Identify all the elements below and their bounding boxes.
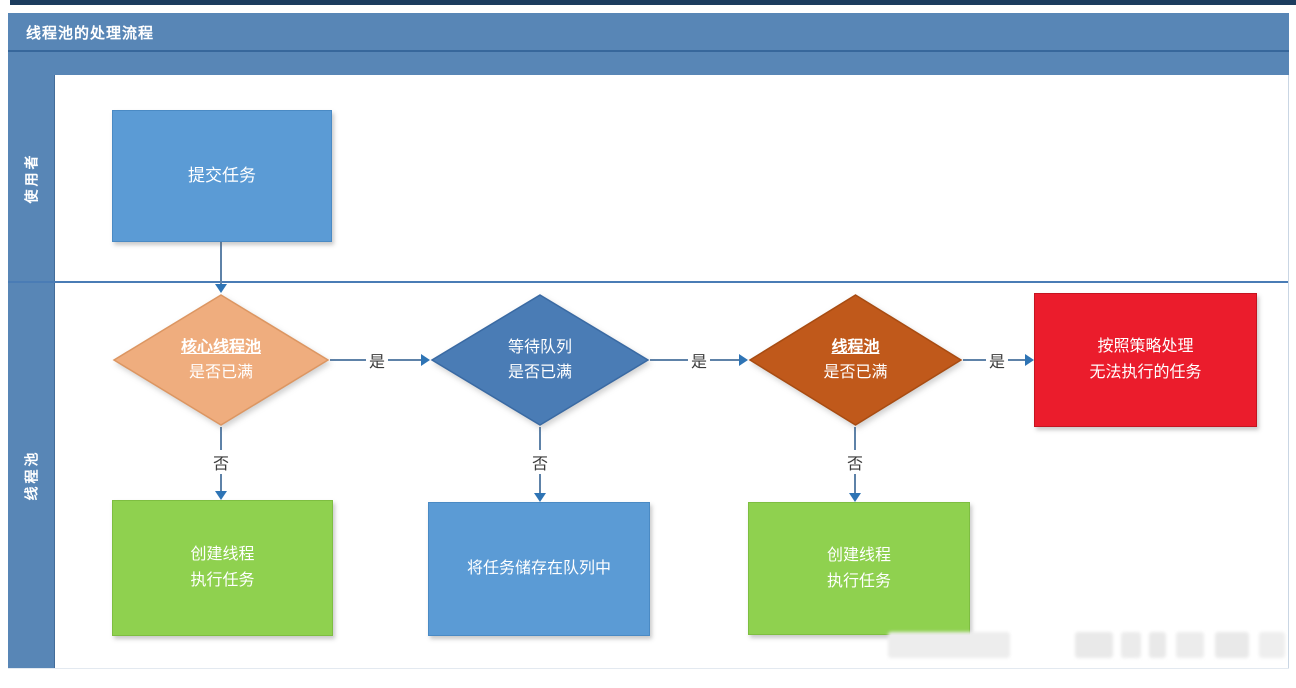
top-border-strip [10, 0, 1296, 5]
watermark-block [1075, 632, 1113, 658]
node-store-task-in-queue-label: 将任务储存在队列中 [466, 560, 611, 577]
watermark-block [1121, 632, 1141, 658]
arrowhead-submit-to-core [215, 284, 227, 293]
arrowhead-queue-to-pool [739, 354, 748, 366]
decision-wait-queue-full-text: 等待队列 是否已满 [508, 335, 572, 385]
edge-label-yes-3: 是 [985, 348, 1009, 372]
arrowhead-queue-to-store [534, 493, 546, 502]
node-reject-policy: 按照策略处理 无法执行的任务 [1034, 293, 1257, 427]
edge-label-no-2: 否 [528, 450, 552, 474]
decision-pool-full-line2: 是否已满 [823, 364, 888, 381]
decision-pool-full-line1: 线程池 [831, 339, 880, 356]
edge-label-yes-2: 是 [687, 348, 711, 372]
arrowhead-pool-to-reject [1025, 354, 1034, 366]
watermark-block [1149, 632, 1166, 658]
edge-label-yes-1: 是 [365, 348, 389, 372]
diagram-title: 线程池的处理流程 [26, 25, 155, 42]
watermark-block [1176, 632, 1204, 658]
lane-label-threadpool-text: 线程池 [23, 449, 39, 500]
title-bar-divider [8, 50, 1289, 52]
decision-core-pool-full-text: 核心线程池 是否已满 [181, 335, 261, 385]
canvas-right-border [1288, 75, 1289, 668]
node-reject-policy-line1: 按照策略处理 [1097, 338, 1194, 355]
canvas-bottom-border [8, 668, 1289, 669]
lane-label-user: 使用者 [8, 75, 54, 281]
decision-core-pool-full-line1: 核心线程池 [180, 339, 261, 356]
node-submit-task-label: 提交任务 [188, 166, 256, 185]
node-create-thread-2-line2: 执行任务 [826, 572, 891, 590]
decision-core-pool-full: 核心线程池 是否已满 [112, 293, 330, 427]
node-reject-policy-line2: 无法执行的任务 [1089, 364, 1202, 381]
lane-label-threadpool: 线程池 [8, 281, 54, 668]
edge-label-no-1: 否 [209, 450, 233, 474]
arrowhead-core-to-queue [421, 354, 430, 366]
decision-core-pool-full-line2: 是否已满 [188, 364, 253, 381]
node-create-thread-1-line2: 执行任务 [190, 572, 255, 589]
swimlane-sidebar: 使用者 线程池 [8, 75, 55, 668]
lane-divider [8, 281, 1289, 283]
arrowhead-pool-to-create [849, 493, 861, 502]
arrowhead-core-to-create [215, 491, 227, 500]
node-create-thread-execute-1: 创建线程 执行任务 [112, 500, 333, 636]
edge-label-no-3: 否 [843, 450, 867, 474]
decision-wait-queue-full: 等待队列 是否已满 [430, 293, 650, 427]
diamond-shape-orange [748, 294, 963, 426]
diamond-shape-peach [112, 294, 330, 426]
node-create-thread-execute-2: 创建线程 执行任务 [748, 502, 970, 635]
decision-pool-full-text: 线程池 是否已满 [823, 335, 887, 385]
diagram-title-bar: 线程池的处理流程 [8, 13, 1289, 75]
watermark-block [1215, 632, 1249, 658]
lane-label-user-text: 使用者 [23, 152, 39, 204]
node-create-thread-1-line1: 创建线程 [190, 546, 255, 563]
connector-submit-to-core [220, 240, 222, 286]
diamond-shape-blue [430, 294, 650, 426]
node-store-task-in-queue: 将任务储存在队列中 [428, 502, 650, 636]
watermark-smudge [888, 632, 1292, 666]
node-create-thread-2-line1: 创建线程 [826, 546, 891, 564]
watermark-block [888, 632, 1010, 658]
decision-wait-queue-full-line1: 等待队列 [507, 339, 572, 356]
decision-wait-queue-full-line2: 是否已满 [507, 364, 572, 381]
watermark-block [1259, 632, 1285, 658]
decision-pool-full: 线程池 是否已满 [748, 293, 963, 427]
node-submit-task: 提交任务 [112, 110, 332, 242]
